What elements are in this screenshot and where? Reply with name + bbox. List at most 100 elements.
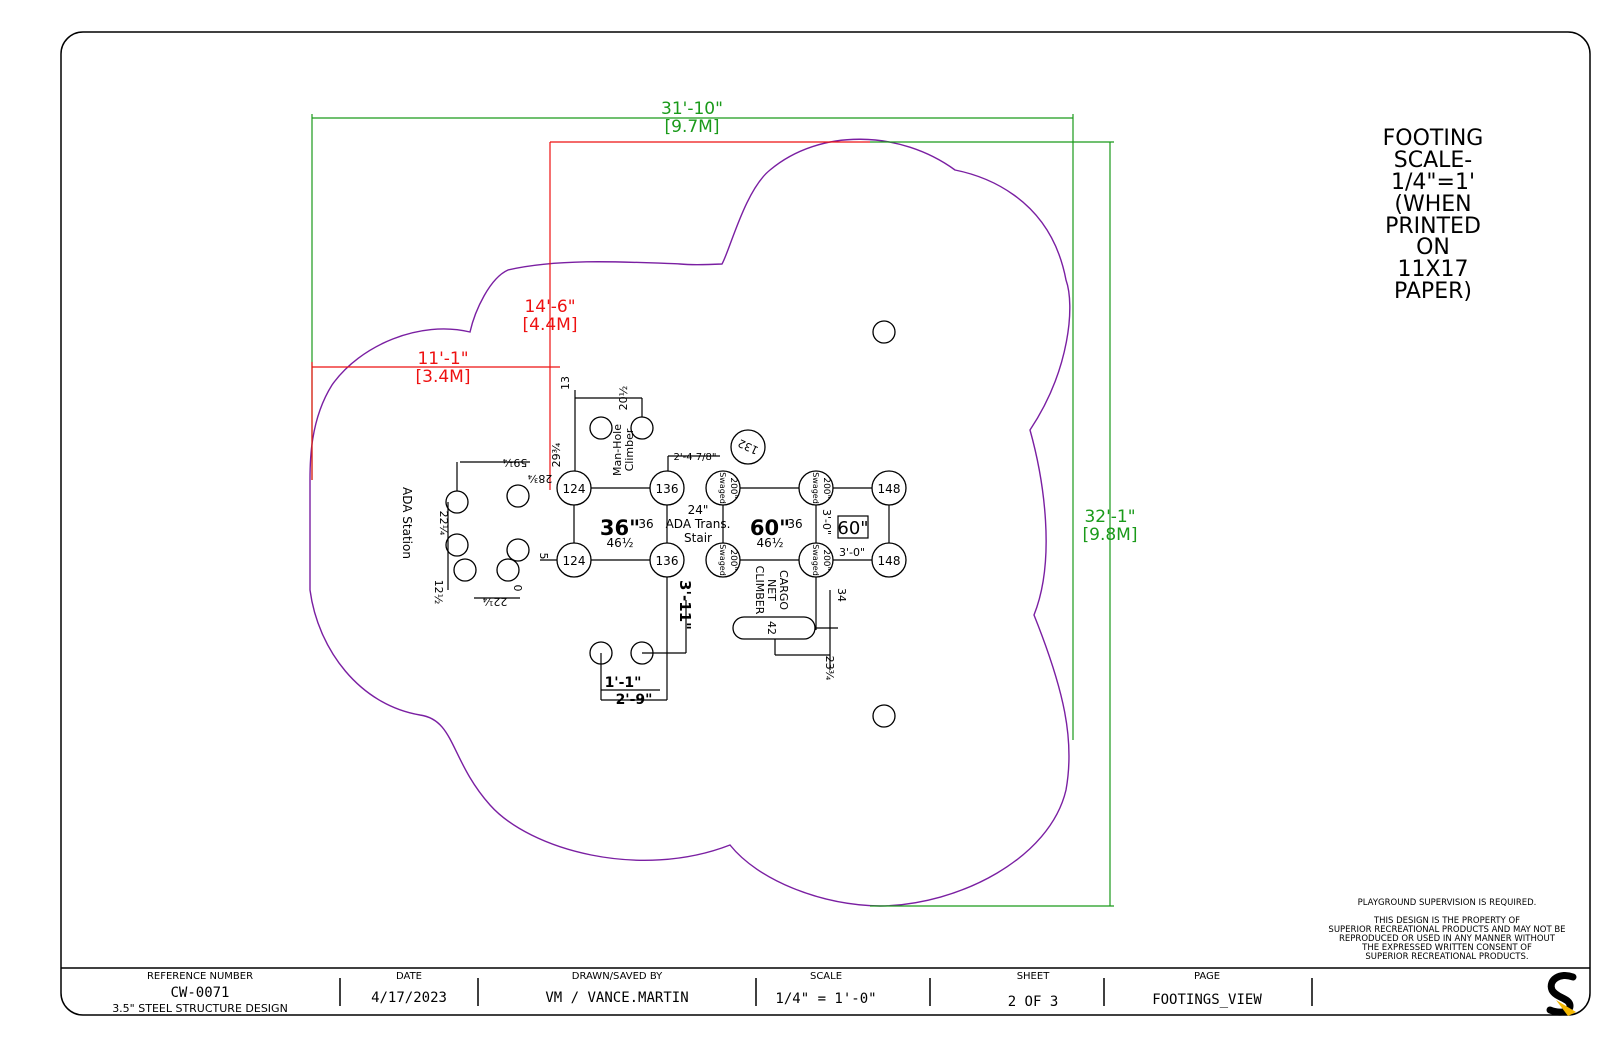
- footing-upper-right: [872, 320, 896, 344]
- dim-60-box: [837, 515, 869, 539]
- svg-text:REPRODUCED OR USED IN ANY MANN: REPRODUCED OR USED IN ANY MANNER WITHOUT: [1339, 934, 1556, 944]
- dim-3-0-vertical: 3'-0": [820, 509, 833, 535]
- climber-net-label: CLIMBER: [753, 566, 766, 615]
- svg-text:200": 200": [728, 477, 738, 498]
- dim-23: 23¾: [823, 656, 836, 681]
- property-note: THIS DESIGN IS THE PROPERTY OF SUPERIOR …: [1328, 916, 1565, 962]
- cargo-label: CARGO: [777, 570, 790, 610]
- overall-width-dimension: 31'-10" [9.7M]: [311, 99, 1074, 740]
- dim-28: 28¾: [527, 472, 552, 485]
- date-value: 4/17/2023: [371, 990, 447, 1006]
- dim-2-4: 2'-4 7/8": [674, 452, 717, 463]
- svg-text:148: 148: [878, 554, 901, 568]
- detail-dimension-lines: [447, 397, 838, 701]
- title-block: REFERENCE NUMBER CW-0071 3.5" STEEL STRU…: [61, 967, 1590, 1015]
- date-label: DATE: [396, 971, 422, 982]
- footing-132: 132: [730, 429, 766, 465]
- dim-22-horizontal: 22¼: [482, 595, 507, 608]
- dim-42: 42: [765, 621, 778, 635]
- overall-depth-dimension: 32'-1" [9.8M]: [870, 141, 1138, 907]
- dim-0: 0: [511, 585, 524, 592]
- drawn-by-label: DRAWN/SAVED BY: [572, 971, 663, 982]
- svg-text:Swaged: Swaged: [718, 544, 727, 576]
- dim-60-big: 60": [750, 516, 790, 540]
- footing-200-b: Swaged 200": [705, 542, 741, 578]
- svg-text:136: 136: [656, 554, 679, 568]
- svg-text:(WHEN: (WHEN: [1394, 192, 1471, 217]
- svg-text:PRINTED: PRINTED: [1385, 214, 1481, 239]
- dim-34: 34: [835, 588, 848, 602]
- dim-36-b: 36: [787, 517, 802, 531]
- svg-text:PAPER): PAPER): [1394, 279, 1472, 304]
- footing-scale-note: FOOTING SCALE- 1/4"=1' (WHEN PRINTED ON …: [1383, 126, 1484, 304]
- reference-number-value: CW-0071: [170, 985, 229, 1001]
- svg-text:200": 200": [728, 549, 738, 570]
- dim-12: 12½: [432, 580, 445, 605]
- offset-a-label: 14'-6": [524, 297, 575, 317]
- svg-text:148: 148: [878, 482, 901, 496]
- offset-b-dimension: 11'-1" [3.4M]: [311, 349, 560, 480]
- footing-124-top: 124: [556, 470, 592, 506]
- svg-text:200": 200": [821, 549, 831, 570]
- svg-text:124: 124: [563, 554, 586, 568]
- scale-value: 1/4" = 1'-0": [775, 991, 876, 1007]
- svg-text:SUPERIOR RECREATIONAL PRODUCTS: SUPERIOR RECREATIONAL PRODUCTS AND MAY N…: [1328, 925, 1565, 935]
- footing-lower-right: [872, 704, 896, 728]
- overall-depth-metric: [9.8M]: [1083, 525, 1138, 545]
- svg-text:11X17: 11X17: [1397, 257, 1468, 282]
- structure-description: 3.5" STEEL STRUCTURE DESIGN: [112, 1002, 288, 1015]
- footing-ada-c: [445, 533, 469, 557]
- dim-13: 13: [559, 376, 572, 390]
- footing-ada-f: [496, 558, 520, 582]
- footing-200-d: Swaged 200": [798, 542, 834, 578]
- overall-width-label: 31'-10": [661, 99, 723, 119]
- scale-label: SCALE: [810, 971, 842, 982]
- stair-label: Stair: [684, 531, 712, 545]
- svg-text:124: 124: [563, 482, 586, 496]
- supervision-note: PLAYGROUND SUPERVISION IS REQUIRED.: [1358, 898, 1537, 908]
- offset-a-metric: [4.4M]: [523, 315, 578, 335]
- sheet-border: [60, 31, 1591, 1016]
- dim-3-0-horizontal: 3'-0": [839, 546, 865, 559]
- overall-width-metric: [9.7M]: [665, 117, 720, 137]
- net-label: NET: [765, 579, 778, 601]
- dim-1-1: 1'-1": [605, 675, 642, 691]
- dim-2-9: 2'-9": [616, 692, 653, 708]
- man-hole-label: Man-Hole: [611, 424, 624, 476]
- svg-text:THIS DESIGN IS THE PROPERTY OF: THIS DESIGN IS THE PROPERTY OF: [1373, 916, 1520, 926]
- dim-29: 29¾: [550, 442, 563, 467]
- footing-200-a: Swaged 200": [705, 470, 741, 506]
- dim-46-b: 46½: [757, 536, 784, 550]
- dim-20: 20½: [617, 386, 630, 411]
- svg-text:136: 136: [656, 482, 679, 496]
- svg-text:THE EXPRESSED WRITTEN CONSENT: THE EXPRESSED WRITTEN CONSENT OF: [1361, 943, 1532, 953]
- dim-5: 5: [537, 553, 550, 560]
- svg-text:1/4"=1': 1/4"=1': [1391, 170, 1475, 195]
- offset-b-label: 11'-1": [417, 349, 468, 369]
- sheet-value: 2 OF 3: [1008, 994, 1059, 1010]
- cargo-net-bar: [732, 616, 816, 640]
- overall-depth-label: 32'-1": [1084, 507, 1135, 527]
- footing-ada-b: [506, 484, 530, 508]
- climber-label: Climber: [623, 428, 636, 471]
- svg-text:SCALE-: SCALE-: [1394, 148, 1472, 173]
- page-value: FOOTINGS_VIEW: [1152, 992, 1262, 1008]
- dim-3-11: 3'-11": [676, 580, 694, 630]
- dim-24-label: 24": [688, 503, 709, 517]
- footing-ada-d: [453, 558, 477, 582]
- svg-text:FOOTING: FOOTING: [1383, 126, 1484, 151]
- footing-148-bottom: 148: [871, 542, 907, 578]
- offset-b-metric: [3.4M]: [416, 367, 471, 387]
- footing-manhole-a: [589, 416, 613, 440]
- ada-station-label: ADA Station: [400, 487, 414, 559]
- dim-36-big: 36": [600, 516, 640, 540]
- play-area-border: [309, 138, 1071, 907]
- ada-trans-label: ADA Trans.: [666, 517, 731, 531]
- dim-60-boxed: 60": [837, 518, 868, 539]
- dim-22-vertical: 22¼: [437, 511, 450, 536]
- reference-number-label: REFERENCE NUMBER: [147, 971, 253, 982]
- sheet-label: SHEET: [1017, 971, 1051, 982]
- svg-text:Swaged: Swaged: [718, 472, 727, 504]
- svg-text:SUPERIOR RECREATIONAL PRODUCTS: SUPERIOR RECREATIONAL PRODUCTS.: [1365, 952, 1528, 962]
